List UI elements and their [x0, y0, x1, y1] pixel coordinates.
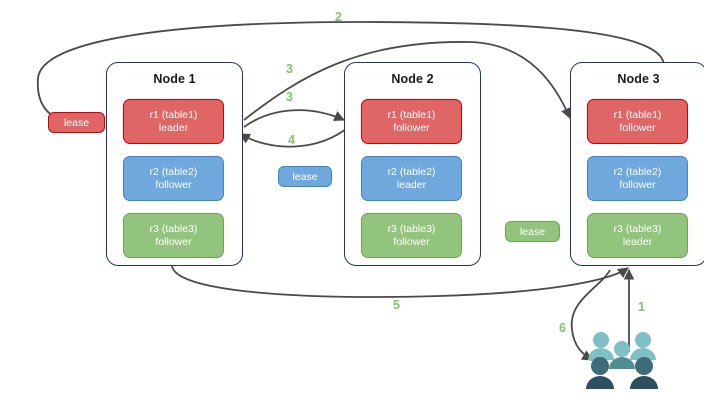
lease-label: lease	[519, 225, 546, 238]
node-box-3[interactable]: Node 3 r1 (table1) follower r2 (table2) …	[570, 62, 704, 266]
replica-role: leader	[158, 121, 189, 134]
replica-r2[interactable]: r2 (table2) leader	[361, 156, 462, 201]
replica-name: r1 (table1)	[387, 108, 436, 121]
edge-4-ack-node1	[239, 125, 351, 148]
node-title: Node 2	[391, 72, 434, 86]
node-box-1[interactable]: Node 1 r1 (table1) leader r2 (table2) fo…	[106, 62, 243, 266]
replica-r2[interactable]: r2 (table2) follower	[587, 156, 688, 201]
replica-name: r1 (table1)	[613, 108, 662, 121]
replica-role: follower	[619, 178, 656, 191]
edge-3-forward-node2	[243, 109, 345, 128]
replica-name: r3 (table3)	[149, 222, 198, 235]
edge-5-response-to-node3	[171, 265, 629, 298]
edge-label-6: 6	[559, 321, 566, 335]
users-group-icon	[586, 332, 658, 389]
edge-label-1: 1	[638, 300, 645, 314]
edge-label-3b: 3	[286, 90, 293, 104]
replica-name: r2 (table2)	[387, 165, 436, 178]
replica-role: leader	[622, 235, 653, 248]
replica-role: follower	[155, 178, 192, 191]
node-box-2[interactable]: Node 2 r1 (table1) follower r2 (table2) …	[344, 62, 481, 266]
lease-badge-red[interactable]: lease	[48, 112, 105, 133]
replica-r1[interactable]: r1 (table1) leader	[123, 99, 224, 144]
lease-label: lease	[292, 170, 318, 183]
edge-label-5: 5	[393, 298, 400, 312]
replica-role: follower	[393, 121, 430, 134]
replica-name: r2 (table2)	[149, 165, 198, 178]
replica-r3[interactable]: r3 (table3) follower	[123, 213, 224, 258]
replica-role: follower	[393, 235, 430, 248]
replica-role: leader	[396, 178, 427, 191]
replica-role: follower	[619, 121, 656, 134]
replica-name: r1 (table1)	[149, 108, 198, 121]
edge-label-3a: 3	[286, 62, 293, 76]
replica-name: r3 (table3)	[387, 222, 436, 235]
replica-name: r3 (table3)	[613, 222, 662, 235]
edge-label-4: 4	[288, 133, 295, 147]
lease-badge-green[interactable]: lease	[505, 221, 560, 242]
replica-r2[interactable]: r2 (table2) follower	[123, 156, 224, 201]
replica-r1[interactable]: r1 (table1) follower	[587, 99, 688, 144]
lease-badge-blue[interactable]: lease	[278, 166, 332, 187]
replica-name: r2 (table2)	[613, 165, 662, 178]
edge-label-2: 2	[335, 10, 342, 24]
replica-r3[interactable]: r3 (table3) leader	[587, 213, 688, 258]
replica-r3[interactable]: r3 (table3) follower	[361, 213, 462, 258]
replica-r1[interactable]: r1 (table1) follower	[361, 99, 462, 144]
node-title: Node 1	[153, 72, 196, 86]
replica-role: follower	[155, 235, 192, 248]
lease-label: lease	[63, 116, 90, 129]
node-title: Node 3	[617, 72, 660, 86]
